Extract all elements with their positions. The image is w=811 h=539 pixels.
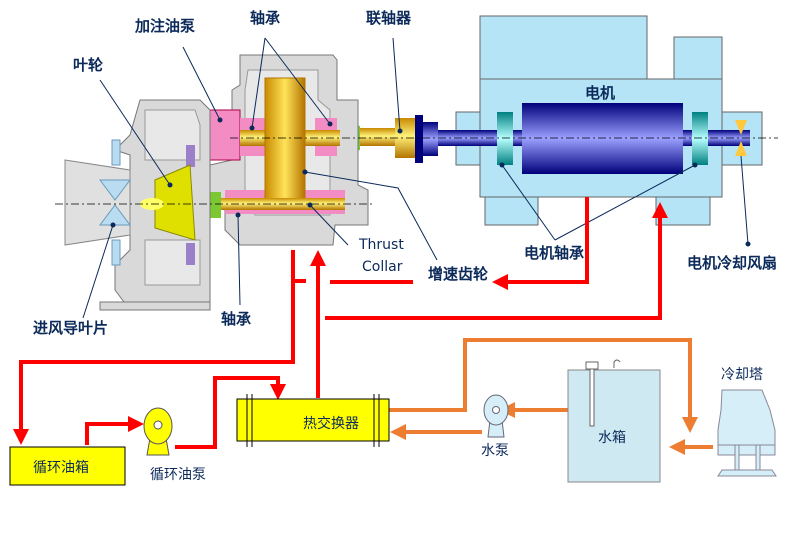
heat-exchanger	[236, 394, 390, 447]
oil-tank	[9, 446, 126, 486]
label-water-tank: 水箱	[598, 430, 626, 446]
fan-icon	[735, 120, 747, 156]
compressor-casing	[64, 99, 211, 311]
label-inlet-guide-vane: 进风导叶片	[33, 319, 108, 337]
motor	[430, 15, 763, 226]
label-bearing-bottom: 轴承	[221, 310, 251, 328]
speed-gear	[264, 77, 306, 206]
label-water-pump: 水泵	[481, 443, 509, 459]
label-speed-gear: 增速齿轮	[428, 265, 488, 283]
water-tank	[567, 359, 661, 483]
label-cooling-tower: 冷却塔	[721, 367, 763, 383]
label-oil-tank: 循环油箱	[33, 460, 89, 476]
labels: 加注油泵 轴承 联轴器 叶轮 电机 Thrust Collar 增速齿轮 电机轴…	[33, 9, 777, 483]
label-oil-pump: 循环油泵	[150, 467, 206, 483]
label-thrust-collar-1: Thrust	[358, 237, 404, 253]
label-coupling: 联轴器	[366, 9, 412, 27]
label-motor-bearing: 电机轴承	[524, 244, 584, 262]
label-fill-oil-pump: 加注油泵	[134, 17, 195, 35]
label-heat-exchanger: 热交换器	[303, 415, 359, 432]
label-motor: 电机	[585, 84, 615, 102]
water-flow-lines	[389, 338, 713, 455]
label-bearing-top: 轴承	[250, 9, 280, 27]
impeller	[154, 164, 196, 241]
leader-lines	[82, 37, 751, 319]
water-pump-icon	[483, 394, 509, 438]
label-impeller: 叶轮	[73, 56, 103, 74]
cooling-tower-icon	[717, 389, 777, 477]
motor-bearing-right	[692, 112, 708, 165]
label-motor-cooling-fan: 电机冷却风扇	[687, 254, 777, 272]
motor-rotor	[522, 103, 683, 174]
motor-bearing-left	[497, 112, 513, 165]
oil-pump-icon	[143, 407, 173, 456]
oil-flow-lines	[13, 197, 668, 449]
label-thrust-collar-2: Collar	[362, 259, 403, 275]
